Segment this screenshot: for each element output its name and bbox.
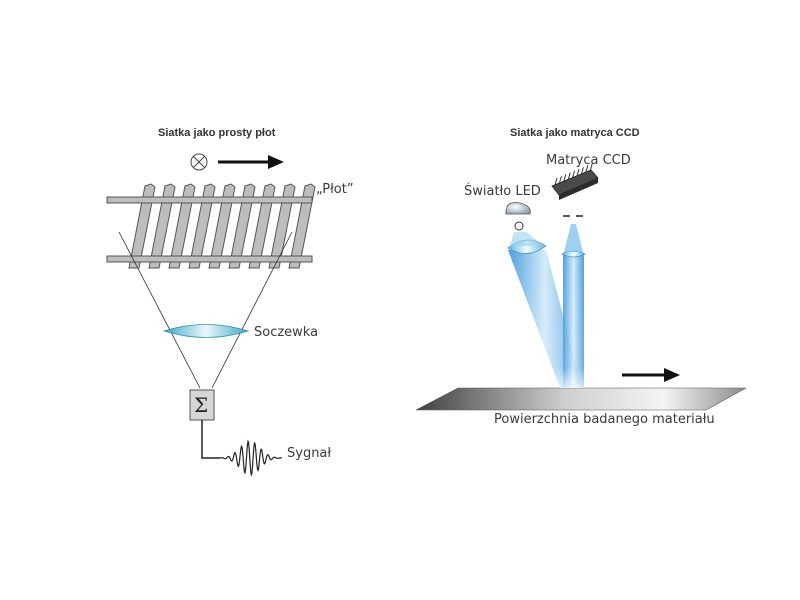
ccd-beam <box>563 253 584 388</box>
ccd-cone <box>564 224 583 252</box>
lens-left <box>162 324 250 338</box>
ccd-pin <box>563 174 567 182</box>
fence-picket <box>288 183 316 269</box>
ccd-pin <box>589 163 593 171</box>
ccd-chip-icon <box>551 163 599 200</box>
led-ring <box>514 221 524 231</box>
fence-label: „Płot” <box>316 182 354 197</box>
ccd-pin <box>585 165 589 173</box>
ccd-pin <box>554 177 558 186</box>
fence-picket <box>168 183 196 269</box>
fence-picket <box>248 183 276 269</box>
right-panel-title: Siatka jako matryca CCD <box>510 127 640 139</box>
ccd-pin <box>567 172 571 180</box>
signal-label: Sygnał <box>287 446 332 461</box>
fence-picket <box>208 183 236 269</box>
ccd-pin <box>572 170 576 178</box>
light-cone <box>118 231 293 389</box>
lens-label: Soczewka <box>254 325 319 340</box>
fence-pickets <box>128 183 316 269</box>
signal-connector <box>201 420 220 459</box>
motion-arrow-right <box>622 368 680 382</box>
fence-picket <box>128 183 156 269</box>
left-panel-title: Siatka jako prosty płot <box>158 127 276 139</box>
sum-symbol: Σ <box>194 393 209 417</box>
led-icon <box>505 202 531 215</box>
led-cone <box>510 232 544 246</box>
fence-picket <box>188 183 216 269</box>
fence-picket <box>148 183 176 269</box>
ccd-pin <box>576 168 580 177</box>
signal-waveform <box>219 439 283 477</box>
motion-arrow-left <box>218 155 284 169</box>
fence-picket <box>228 183 256 269</box>
fence-rails <box>106 196 313 263</box>
lamp-icon <box>190 153 208 171</box>
ccd-pin <box>558 176 562 184</box>
material-surface <box>415 387 747 411</box>
fence-picket <box>268 183 296 269</box>
ccd-pin <box>580 167 584 175</box>
led-label: Światło LED <box>464 184 541 199</box>
surface-label: Powierzchnia badanego materiału <box>494 412 715 427</box>
ccd-label: Matryca CCD <box>546 153 631 168</box>
